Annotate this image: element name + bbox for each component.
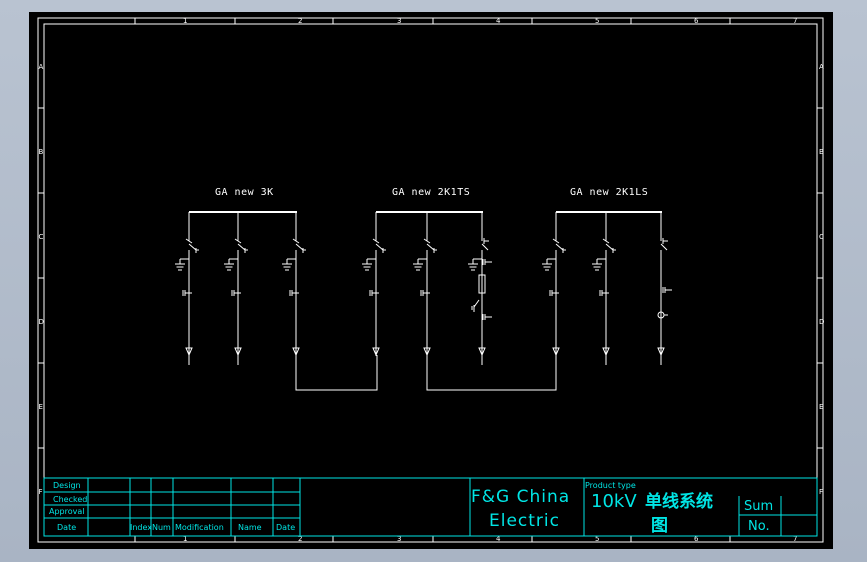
cable-terminal-icon (292, 347, 300, 357)
zone-column-label: 7 (793, 17, 797, 25)
date-header: Date (276, 523, 295, 532)
date-label: Date (57, 523, 76, 532)
breaker-blade (426, 243, 435, 251)
zone-row-label: D (819, 318, 824, 326)
product-title-line2-cn: 图 (651, 516, 668, 536)
breaker-contact (602, 238, 610, 244)
zone-column-label: 3 (397, 17, 401, 25)
breaker-blade (295, 243, 304, 251)
zone-column-label: 4 (496, 535, 501, 543)
breaker-contact (372, 238, 380, 244)
zone-row-label: A (39, 63, 44, 71)
company-name-line1: F&G China (471, 487, 570, 507)
cable-terminal-icon (657, 347, 665, 357)
product-title-line1: 10kV (591, 491, 637, 512)
fuse-icon (478, 274, 486, 294)
cable-terminal-icon (602, 347, 610, 357)
cable-terminal-icon (552, 347, 560, 357)
zone-row-label: F (819, 488, 823, 496)
cable-terminal-icon (234, 347, 242, 357)
tie-line-2 (426, 355, 557, 391)
zone-row-label: C (819, 233, 824, 241)
company-name-line2: Electric (489, 511, 560, 531)
zone-column-label: 3 (397, 535, 401, 543)
feeders (175, 212, 672, 365)
zone-row-label: F (39, 488, 43, 496)
pt-earth (473, 299, 480, 308)
zone-column-label: 5 (595, 17, 599, 25)
zone-column-label: 6 (694, 535, 699, 543)
product-type-label: Product type (585, 481, 636, 490)
zone-row-label: E (819, 403, 823, 411)
name-header: Name (238, 523, 262, 532)
title-block (43, 477, 818, 537)
zone-row-label: B (819, 148, 824, 156)
zone-column-label: 4 (496, 17, 501, 25)
zone-column-label: 7 (793, 535, 797, 543)
zone-column-label: 1 (183, 17, 187, 25)
zone-row-label: C (39, 233, 44, 241)
no-label: No. (748, 519, 770, 534)
zone-row-label: E (39, 403, 43, 411)
drawing-viewport[interactable]: 1122334455667788AABBCCDDEEFF GA new 3K G… (29, 12, 833, 549)
cabinet-label-3: GA new 2K1LS (570, 187, 648, 198)
approval-label: Approval (49, 507, 85, 516)
cabinet-label-1: GA new 3K (215, 187, 274, 198)
cable-terminal-icon (185, 347, 193, 357)
breaker-blade (188, 243, 197, 251)
modification-header: Modification (175, 523, 224, 532)
zone-row-label: A (819, 63, 824, 71)
zone-row-label: B (39, 148, 44, 156)
sum-label: Sum (744, 499, 773, 514)
breaker-blade (660, 243, 668, 251)
outer-frame (37, 17, 824, 543)
breaker-contact (292, 238, 300, 244)
breaker-contact (234, 238, 242, 244)
product-title-line1-cn: 单线系统 (645, 491, 713, 512)
inner-frame (43, 23, 818, 537)
breaker-blade (555, 243, 564, 251)
zone-column-label: 5 (595, 535, 599, 543)
breaker-blade (481, 243, 489, 251)
breaker-contact (185, 238, 193, 244)
breaker-contact (552, 238, 560, 244)
zone-marks: 1122334455667788AABBCCDDEEFF (38, 17, 824, 543)
breaker-blade (375, 243, 384, 251)
zone-row-label: D (39, 318, 44, 326)
zone-column-label: 2 (298, 535, 302, 543)
cabinet-label-2: GA new 2K1TS (392, 187, 470, 198)
zone-column-label: 1 (183, 535, 187, 543)
zone-column-label: 6 (694, 17, 699, 25)
zone-column-label: 2 (298, 17, 302, 25)
breaker-blade (605, 243, 614, 251)
cable-terminal-icon (478, 347, 486, 357)
design-label: Design (53, 481, 81, 490)
checked-label: Checked (53, 495, 87, 504)
breaker-blade (237, 243, 246, 251)
cable-terminal-icon (372, 347, 380, 357)
drawing-canvas: 1122334455667788AABBCCDDEEFF GA new 3K G… (37, 17, 824, 543)
tie-line-1 (295, 355, 378, 391)
index-header: Index (130, 523, 152, 532)
cable-terminal-icon (423, 347, 431, 357)
breaker-contact (423, 238, 431, 244)
num-header: Num (152, 523, 171, 532)
